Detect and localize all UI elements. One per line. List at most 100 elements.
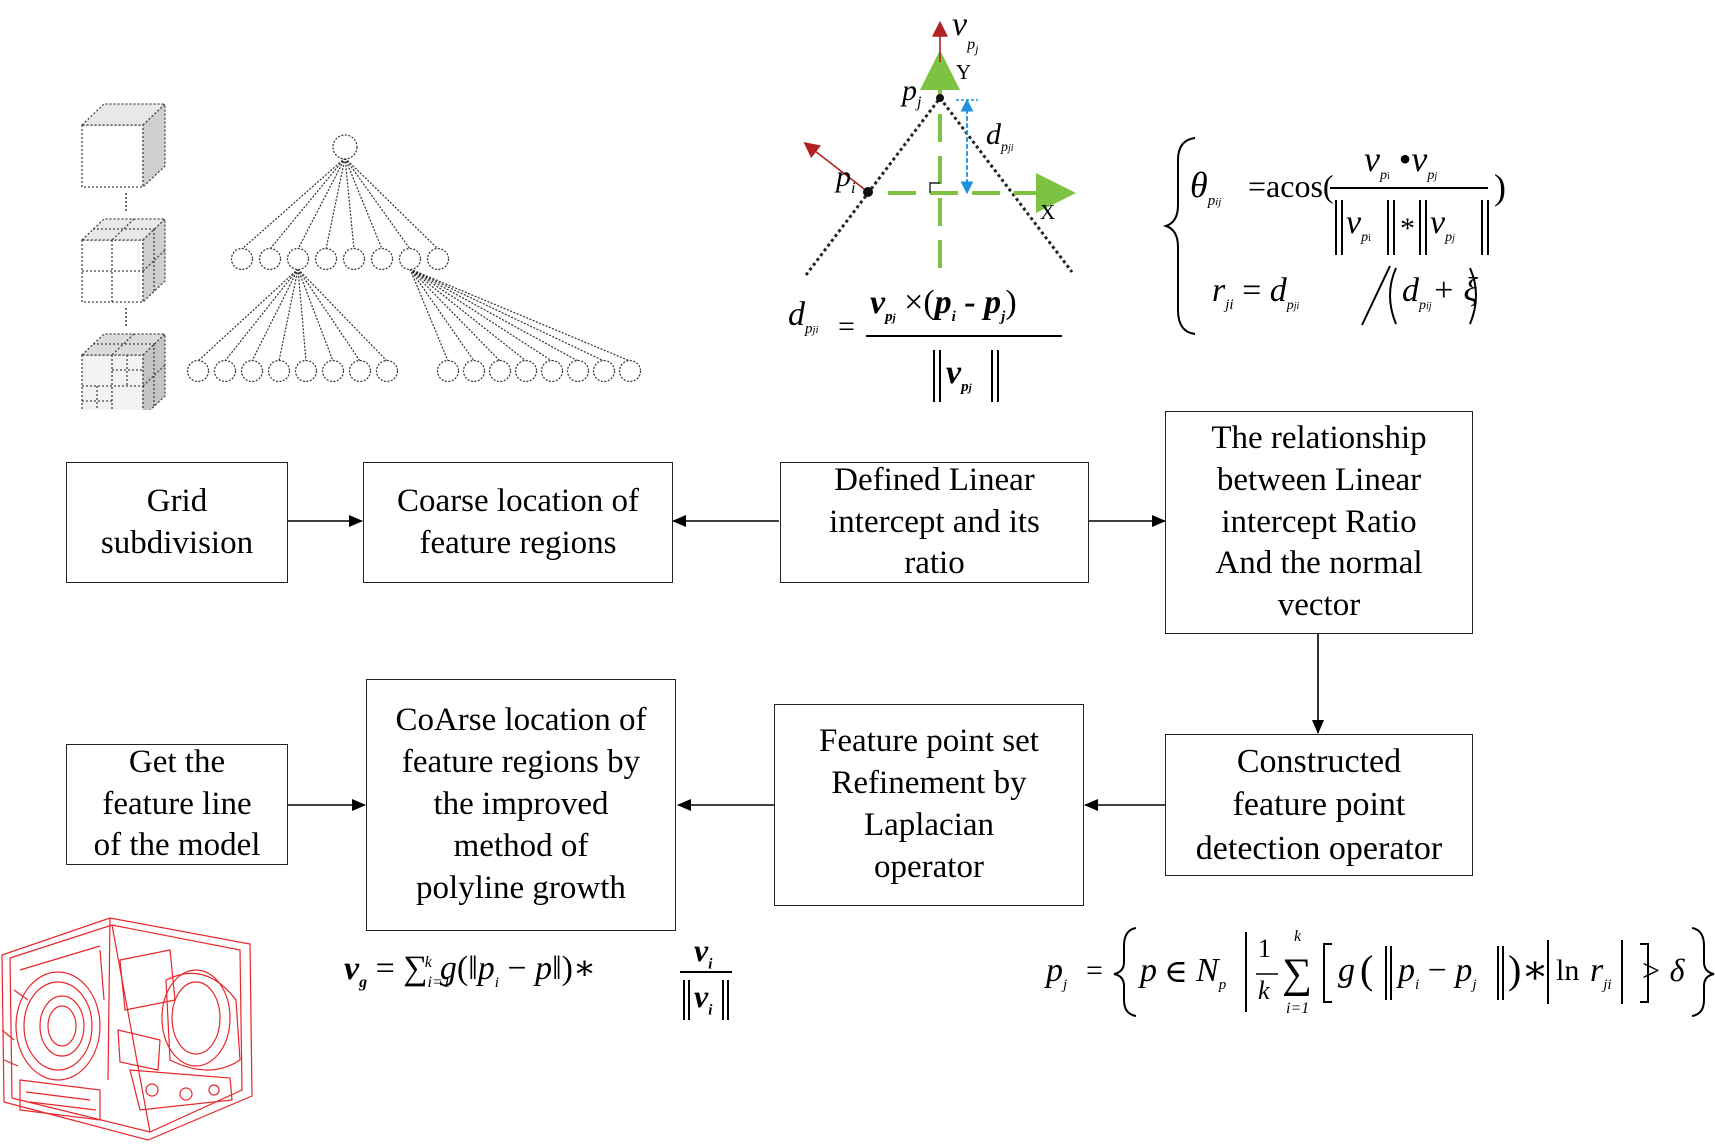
formula-vg-vi-numerator: vi [694, 932, 713, 973]
y-axis-label: Y [956, 60, 972, 84]
tree-edge [409, 268, 527, 362]
formula-pj-paren-close: )∗ [1508, 947, 1549, 992]
tree-node [294, 359, 318, 383]
tree-edge [197, 268, 299, 362]
tree-node [370, 247, 394, 271]
theta-numerator: vpi •vpj [1364, 139, 1438, 184]
tree-edge [297, 268, 307, 362]
theta-close-paren: ) [1494, 167, 1506, 207]
point-pi [863, 187, 873, 197]
tree-node [462, 359, 486, 383]
intercept-geometry-diagram [803, 20, 1076, 276]
tree-node [267, 359, 291, 383]
tree-node [540, 359, 564, 383]
octree-illustration [80, 102, 642, 410]
label-pj: pj [902, 74, 922, 111]
tree-node [436, 359, 460, 383]
formula-pj-sum-lower: i=1 [1286, 1000, 1310, 1017]
tree-edge [409, 268, 553, 362]
tree-node [398, 247, 422, 271]
tree-node [426, 247, 450, 271]
surface-line-right [938, 97, 1074, 273]
normal-vector-pi [803, 142, 869, 193]
tree-node [186, 359, 210, 383]
formula-pj-one: 1 [1258, 934, 1271, 963]
tree-node [332, 134, 358, 160]
theta-denominator-times: * [1400, 212, 1415, 245]
formula-d-fraction [866, 335, 1062, 402]
tree-edge [269, 157, 346, 250]
tree-edge [409, 268, 631, 362]
formula-pj-rji: rji [1590, 952, 1612, 993]
label-v-pj: vpj [952, 6, 979, 56]
tree-edge [297, 268, 361, 362]
tree-node [286, 247, 310, 271]
tree-node [566, 359, 590, 383]
formula-pj-in: ∈ [1164, 953, 1188, 989]
tree-edge [297, 268, 388, 362]
formula-pj-sum: ∑ [1282, 951, 1312, 997]
tree-edge [409, 268, 605, 362]
tree-node [240, 359, 264, 383]
formula-pj-pi-minus-pj: pi − pj [1398, 952, 1477, 993]
formula-d-pji: dpji [788, 296, 819, 337]
tree-node [375, 359, 399, 383]
formula-pj-k: k [1258, 976, 1270, 1005]
right-angle-mark [929, 182, 940, 193]
tree-edge [278, 268, 299, 362]
tree-node [592, 359, 616, 383]
point-pj [936, 94, 944, 102]
formula-pj-sum-upper: k [1294, 928, 1302, 945]
formula-pj-paren-open: ( [1360, 947, 1374, 992]
tree-node [213, 359, 237, 383]
formula-vg-vi-denominator: vi [694, 978, 713, 1019]
formula-d-eq: = [838, 310, 855, 343]
cube-refined [80, 332, 167, 410]
formula-pj-p: p [1140, 952, 1157, 989]
formula-pj-lhs: pj [1046, 952, 1068, 993]
theta-symbol: θpij [1190, 165, 1222, 210]
surface-line-left [804, 97, 942, 276]
tree-edge [344, 157, 355, 250]
acos-label: =acos( [1248, 168, 1334, 204]
formula-pj-gt-delta: > δ [1640, 952, 1685, 988]
cube-subdivided [80, 217, 167, 304]
r-ji-xi: + ξ [1432, 272, 1479, 309]
tree-node [342, 247, 366, 271]
r-ji-denominator: dpij [1402, 272, 1432, 313]
tree-edge [325, 157, 346, 250]
formula-d-denominator: vpj [946, 354, 972, 395]
tree-node [514, 359, 538, 383]
tree-edge [409, 268, 475, 362]
tree-node [348, 359, 372, 383]
tree-edge [409, 268, 501, 362]
tree-node [314, 247, 338, 271]
tree-node [618, 359, 642, 383]
theta-denominator-right: vpj [1430, 204, 1455, 245]
tree-node [230, 247, 254, 271]
formula-pj-g: g [1338, 952, 1355, 989]
label-pi: pi [836, 160, 856, 197]
formula-pj-eq: = [1086, 954, 1103, 987]
r-ji-formula: rji = dpji [1212, 272, 1300, 313]
tree-edge [297, 268, 334, 362]
tree-edge [251, 268, 299, 362]
tree-node [258, 247, 282, 271]
x-axis-label: X [1040, 200, 1056, 224]
tree-edge [409, 268, 579, 362]
label-dpji: dpji [986, 118, 1014, 155]
tree-edge [344, 157, 383, 250]
formula-d-numerator: vpj ×(pi - pj) [870, 284, 1017, 325]
octree-tree [186, 134, 642, 383]
tree-edge [409, 268, 449, 362]
